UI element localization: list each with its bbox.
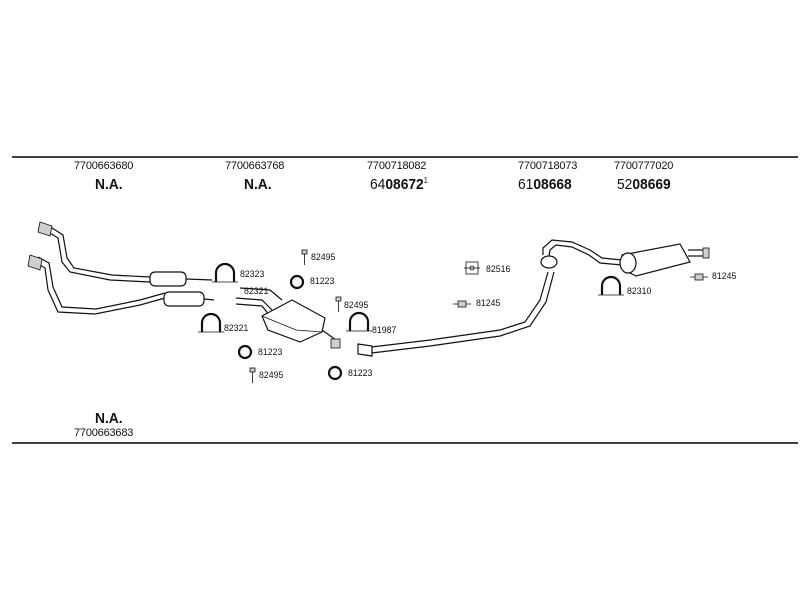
intermediate-pipe [357,255,558,357]
gasket-ring-icon [237,344,253,360]
part-label-82321: 82321 [244,286,269,297]
price-main: 08672 [385,176,424,193]
price-code-col4: 6108668 [518,177,572,192]
rear-silencer [542,239,710,277]
price-superscript: 1 [423,176,428,185]
part-label-82321: 82321 [224,323,249,334]
part-label-81223: 81223 [310,276,335,287]
part-label-81987: 81987 [372,325,397,336]
clamp-icon [212,262,238,283]
clamp-icon [598,275,624,296]
part-label-82495: 82495 [259,370,284,381]
part-label-82516: 82516 [486,264,511,275]
middle-silencer [235,287,341,349]
part-label-81245: 81245 [712,271,737,282]
bolt-icon [301,249,308,265]
part-label-81223: 81223 [348,368,373,379]
part-number-col5: 7700777020 [614,160,674,172]
part-label-82310: 82310 [627,286,652,297]
bolt-icon [335,296,342,312]
bottom-price-code: N.A. [95,410,123,427]
bolt-icon [249,367,256,383]
part-label-81245: 81245 [476,298,501,309]
rubber-hanger-icon [453,300,471,308]
part-number-col4: 7700718073 [518,160,578,172]
price-code-col5: 5208669 [617,177,671,192]
part-number-col2: 7700663768 [225,160,285,172]
clamp-icon [198,312,224,333]
price-code-col1: N.A. [95,176,123,193]
bottom-part-number: 7700663683 [74,427,134,439]
part-number-col3: 7700718082 [367,160,427,172]
rubber-hanger-icon [690,273,708,281]
price-code-col2: N.A. [244,176,272,193]
price-main: 08669 [632,176,671,193]
rubber-mount-icon [464,261,480,275]
part-number-col1: 7700663680 [74,160,134,172]
part-label-82495: 82495 [311,252,336,263]
price-code-col3: 64086721 [370,176,428,193]
gasket-ring-icon [289,274,305,290]
gasket-ring-icon [327,365,343,381]
front-downpipe [27,221,215,315]
price-prefix: 64 [370,176,386,193]
price-prefix: 52 [617,176,633,193]
price-main: 08668 [533,176,572,193]
clamp-icon [346,311,372,332]
price-prefix: 61 [518,176,534,193]
part-label-81223: 81223 [258,347,283,358]
part-label-82495: 82495 [344,300,369,311]
part-label-82323: 82323 [240,269,265,280]
